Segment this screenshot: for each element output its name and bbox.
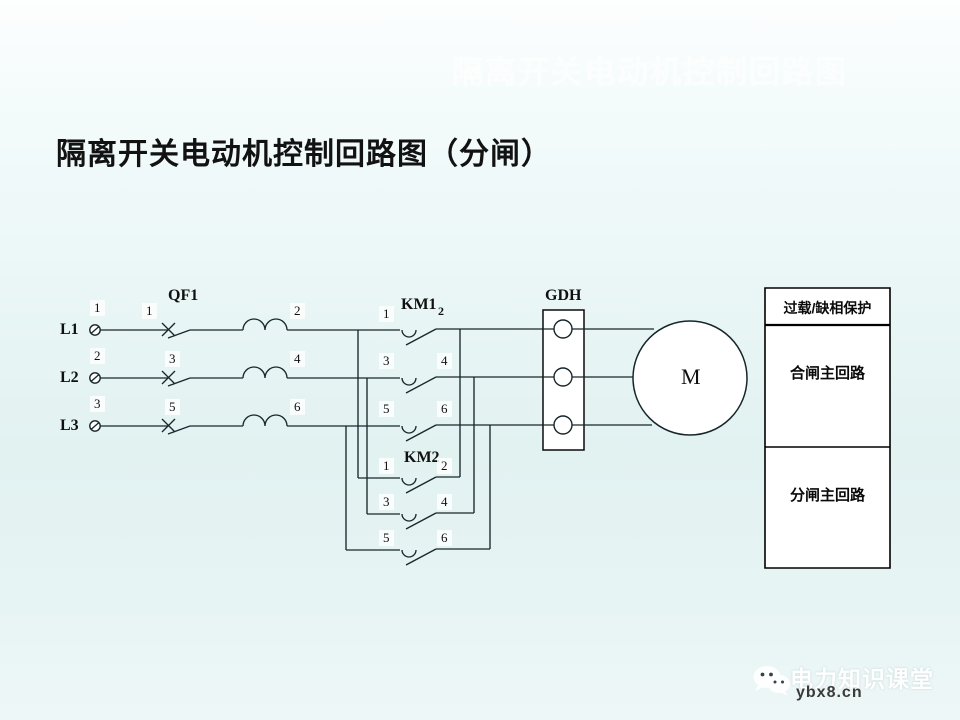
qf1-pole1-out-number: 2 xyxy=(290,303,305,319)
phase-drop-buses xyxy=(346,330,400,550)
coil-l1 xyxy=(243,319,287,330)
legend-row-close: 合闸主回路 xyxy=(789,365,865,382)
km2-pole3-arc xyxy=(402,550,416,557)
coil-l3 xyxy=(243,415,287,426)
km2-pole3-blade xyxy=(406,549,436,565)
km1-pole3-in-number: 5 xyxy=(379,401,394,417)
km1-pole1-in-number: 1 xyxy=(379,306,394,322)
terminal-number-l2: 2 xyxy=(90,348,105,364)
terminal-l2-slash xyxy=(91,375,99,382)
qf1-pole3-out-number: 6 xyxy=(290,399,305,415)
phase-label-l2: L2 xyxy=(60,369,79,386)
km1-pole3-blade xyxy=(406,425,436,441)
wires-to-terminal-block xyxy=(460,329,543,425)
km2-pole3-in-number: 5 xyxy=(379,530,394,546)
km1-pole1-arc xyxy=(402,330,416,337)
device-label-km2: KM2 xyxy=(404,449,440,466)
qf1-pole1-in-number: 1 xyxy=(142,303,157,319)
contactor-km1[interactable] xyxy=(402,329,490,441)
km1-pole1-blade xyxy=(406,329,436,345)
terminal-number-l3: 3 xyxy=(90,396,105,412)
motor-symbol xyxy=(633,321,747,435)
km2-pole1-in-number: 1 xyxy=(379,458,394,474)
terminal-number-l1: 1 xyxy=(90,300,105,316)
page-title: 隔离开关电动机控制回路图（分闸） xyxy=(56,138,552,171)
phase-line-l1 xyxy=(90,319,400,338)
phase-label-l3: L3 xyxy=(60,417,79,434)
km2-pole2-in-number: 3 xyxy=(379,494,394,510)
legend-box xyxy=(765,288,890,568)
km2-pole2-blade xyxy=(406,513,436,529)
phase-line-l2 xyxy=(90,367,400,386)
km2-pole2-out-number: 4 xyxy=(437,494,452,510)
km2-pole1-arc xyxy=(402,478,416,485)
legend-row-open: 分闸主回路 xyxy=(789,487,865,504)
qf1-pole2-cross-b xyxy=(162,371,175,384)
output-crossover-bus xyxy=(460,329,490,549)
km1-pole2-arc xyxy=(402,378,416,385)
km2-pole2-arc xyxy=(402,514,416,521)
km2-pole1-out-number: 2 xyxy=(437,458,452,474)
gdh-terminal-1 xyxy=(554,320,572,338)
wires-to-motor xyxy=(584,329,654,425)
qf1-pole1-blade xyxy=(168,330,190,338)
qf1-pole3-cross-b xyxy=(162,419,175,432)
gdh-terminal-2 xyxy=(554,368,572,386)
km1-pole3-out-number: 6 xyxy=(437,401,452,417)
gdh-terminal-3 xyxy=(554,416,572,434)
qf1-pole3-in-number: 5 xyxy=(165,399,180,415)
device-label-qf1: QF1 xyxy=(168,287,199,304)
motor-label: M xyxy=(681,364,701,389)
qf1-pole1-cross-b xyxy=(162,323,175,336)
device-label-gdh: GDH xyxy=(545,287,582,304)
phase-label-l1: L1 xyxy=(60,321,79,338)
terminal-l3-slash xyxy=(91,423,99,430)
motor-circle xyxy=(633,321,747,435)
km1-pole2-blade xyxy=(406,377,436,393)
qf1-pole2-blade xyxy=(168,378,190,386)
contactor-km2[interactable] xyxy=(402,477,490,565)
qf1-pole2-in-number: 3 xyxy=(165,351,180,367)
km1-pole2-out-number: 4 xyxy=(437,353,452,369)
legend-header: 过载/缺相保护 xyxy=(783,300,872,316)
qf1-pole2-out-number: 4 xyxy=(290,351,305,367)
coil-l2 xyxy=(243,367,287,378)
device-label-km1: KM1 xyxy=(401,296,437,313)
km1-pole2-in-number: 3 xyxy=(379,353,394,369)
qf1-pole3-blade xyxy=(168,426,190,434)
km2-pole1-blade xyxy=(406,477,436,493)
km2-pole3-out-number: 6 xyxy=(437,530,452,546)
device-label-km1-sub: 2 xyxy=(438,304,444,318)
km1-pole3-arc xyxy=(402,426,416,433)
terminal-block-gdh[interactable] xyxy=(543,310,584,450)
terminal-l1-slash xyxy=(91,327,99,334)
phase-line-l3 xyxy=(90,415,400,434)
legend-outer xyxy=(765,288,890,568)
